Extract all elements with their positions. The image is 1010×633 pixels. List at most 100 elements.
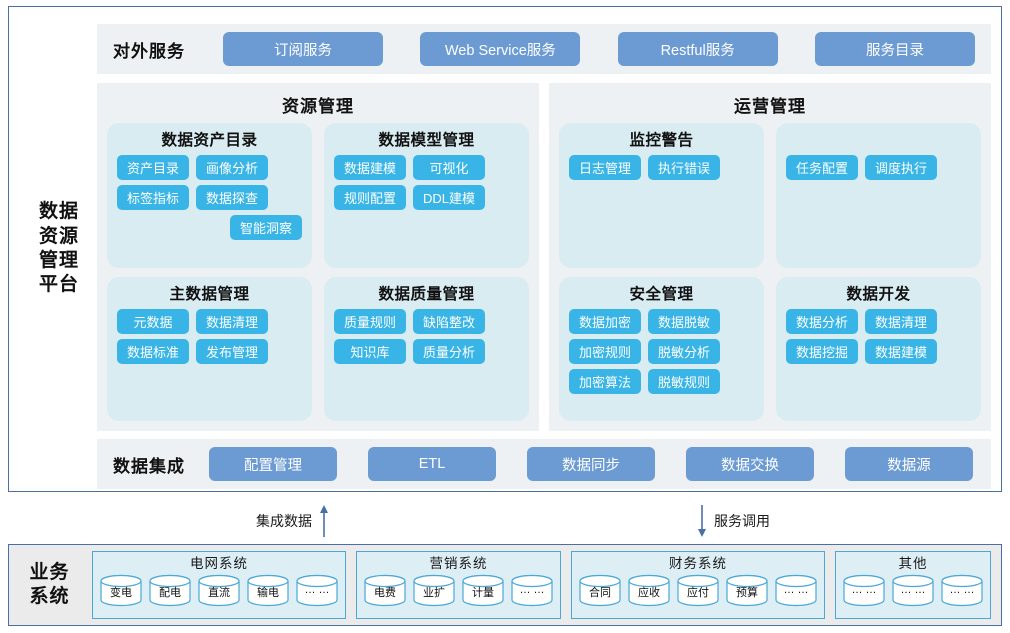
external-service-button-catalog[interactable]: 服务目录 bbox=[814, 32, 975, 66]
business-group-title-power-grid: 电网系统 bbox=[190, 556, 248, 571]
chip-row: 质量规则 缺陷整改 bbox=[334, 308, 519, 334]
chip-data-mining[interactable]: 数据挖掘 bbox=[786, 338, 858, 364]
external-service-button-subscription[interactable]: 订阅服务 bbox=[223, 32, 383, 66]
chip-publish-management[interactable]: 发布管理 bbox=[196, 338, 268, 364]
card-security-management[interactable]: 安全管理 数据加密 数据脱敏 加密规则 脱敏分析 加密算法 脱敏规则 bbox=[559, 276, 764, 421]
chip-ddl-modeling[interactable]: DDL建模 bbox=[413, 185, 485, 210]
database-icon-more[interactable]: … … bbox=[295, 574, 339, 607]
chip-encryption-algorithm[interactable]: 加密算法 bbox=[569, 368, 641, 394]
integration-button-config-management[interactable]: 配置管理 bbox=[209, 447, 337, 481]
database-row: 变电 配电 直流 输电 … … bbox=[99, 574, 339, 607]
panel-operations-management: 运营管理 监控警告 日志管理 执行错误 任务配置 bbox=[549, 83, 991, 431]
business-group-title-finance: 财务系统 bbox=[669, 556, 727, 571]
chip-row: 资产目录 画像分析 bbox=[117, 155, 302, 180]
database-icon-business-expansion[interactable]: 业扩 bbox=[412, 574, 456, 607]
database-icon-more[interactable]: … … bbox=[774, 574, 818, 607]
platform-title-line-4: 平台 bbox=[38, 274, 79, 296]
external-service-button-webservice[interactable]: Web Service服务 bbox=[420, 32, 581, 66]
chip-tag-indicator[interactable]: 标签指标 bbox=[117, 185, 189, 210]
card-title-master-data-management: 主数据管理 bbox=[169, 285, 250, 303]
business-group-power-grid[interactable]: 电网系统 变电 配电 直流 输电 bbox=[92, 551, 346, 619]
database-icon-more[interactable]: … … bbox=[510, 574, 554, 607]
data-integration-section: 数据集成 配置管理 ETL 数据同步 数据交换 数据源 bbox=[97, 439, 991, 489]
chip-task-config[interactable]: 任务配置 bbox=[786, 155, 858, 180]
database-icon-other-1[interactable]: … … bbox=[842, 574, 886, 607]
chip-intelligent-insight[interactable]: 智能洞察 bbox=[230, 215, 302, 240]
database-icon-distribution[interactable]: 配电 bbox=[148, 574, 192, 607]
management-panels: 资源管理 数据资产目录 资产目录 画像分析 标签指标 数据探查 bbox=[97, 83, 991, 431]
data-resource-platform-frame: 数据 资源 管理 平台 对外服务 订阅服务 Web Service服务 Rest… bbox=[8, 6, 1002, 492]
chip-visualization[interactable]: 可视化 bbox=[413, 155, 485, 180]
card-monitoring-alert[interactable]: 监控警告 日志管理 执行错误 bbox=[559, 123, 764, 268]
database-icon-receivable[interactable]: 应收 bbox=[627, 574, 671, 607]
chip-profile-analysis[interactable]: 画像分析 bbox=[196, 155, 268, 180]
card-data-development[interactable]: 数据开发 数据分析 数据清理 数据挖掘 数据建模 bbox=[776, 276, 981, 421]
card-master-data-management[interactable]: 主数据管理 元数据 数据清理 数据标准 发布管理 bbox=[107, 276, 312, 421]
business-group-title-other: 其他 bbox=[898, 556, 928, 571]
database-label: … … bbox=[900, 584, 926, 596]
card-task-scheduling[interactable]: 任务配置 调度执行 bbox=[776, 123, 981, 268]
business-systems-title: 业务 系统 bbox=[17, 561, 82, 609]
external-service-button-restful[interactable]: Restful服务 bbox=[617, 32, 778, 66]
database-label: 业扩 bbox=[423, 587, 445, 599]
chip-knowledge-base[interactable]: 知识库 bbox=[334, 338, 406, 364]
chip-defect-rectification[interactable]: 缺陷整改 bbox=[413, 308, 485, 334]
business-group-other[interactable]: 其他 … … … … … … bbox=[835, 551, 991, 619]
database-icon-transmission[interactable]: 输电 bbox=[246, 574, 290, 607]
database-icon-contract[interactable]: 合同 bbox=[578, 574, 622, 607]
database-label: … … bbox=[519, 584, 545, 596]
chip-data-encryption[interactable]: 数据加密 bbox=[569, 308, 641, 334]
chip-quality-rule[interactable]: 质量规则 bbox=[334, 308, 406, 334]
chip-encryption-rule[interactable]: 加密规则 bbox=[569, 338, 641, 364]
connector-label-service-invocation: 服务调用 bbox=[714, 513, 770, 529]
chip-row: 数据分析 数据清理 bbox=[786, 308, 971, 334]
chip-data-masking[interactable]: 数据脱敏 bbox=[648, 308, 720, 334]
chip-data-cleaning-dev[interactable]: 数据清理 bbox=[865, 308, 937, 334]
chip-data-modeling[interactable]: 数据建模 bbox=[334, 155, 406, 180]
database-icon-other-2[interactable]: … … bbox=[891, 574, 935, 607]
external-services-section: 对外服务 订阅服务 Web Service服务 Restful服务 服务目录 bbox=[97, 24, 991, 74]
database-icon-other-3[interactable]: … … bbox=[940, 574, 984, 607]
chip-asset-catalog[interactable]: 资产目录 bbox=[117, 155, 189, 180]
chip-data-analysis[interactable]: 数据分析 bbox=[786, 308, 858, 334]
database-icon-metering[interactable]: 计量 bbox=[461, 574, 505, 607]
chip-row: 日志管理 执行错误 bbox=[569, 155, 754, 180]
chip-data-exploration[interactable]: 数据探查 bbox=[196, 185, 268, 210]
chip-data-cleaning[interactable]: 数据清理 bbox=[196, 308, 268, 334]
integration-button-data-sync[interactable]: 数据同步 bbox=[527, 447, 655, 481]
integration-button-data-source[interactable]: 数据源 bbox=[845, 447, 973, 481]
chip-schedule-execution[interactable]: 调度执行 bbox=[865, 155, 937, 180]
database-icon-electricity-fee[interactable]: 电费 bbox=[363, 574, 407, 607]
database-icon-payable[interactable]: 应付 bbox=[676, 574, 720, 607]
chip-row: 数据加密 数据脱敏 bbox=[569, 308, 754, 334]
card-data-quality-management[interactable]: 数据质量管理 质量规则 缺陷整改 知识库 质量分析 bbox=[324, 276, 529, 421]
card-title-data-model-management: 数据模型管理 bbox=[378, 132, 475, 149]
chip-quality-analysis[interactable]: 质量分析 bbox=[413, 338, 485, 364]
card-title-monitoring-alert: 监控警告 bbox=[629, 132, 694, 149]
chip-metadata[interactable]: 元数据 bbox=[117, 308, 189, 334]
chip-execution-error[interactable]: 执行错误 bbox=[648, 155, 720, 180]
database-icon-budget[interactable]: 预算 bbox=[725, 574, 769, 607]
database-icon-substation[interactable]: 变电 bbox=[99, 574, 143, 607]
connector-band: 集成数据 服务调用 bbox=[0, 498, 1010, 542]
business-group-finance[interactable]: 财务系统 合同 应收 应付 预算 bbox=[571, 551, 825, 619]
chip-data-standard[interactable]: 数据标准 bbox=[117, 338, 189, 364]
integration-button-etl[interactable]: ETL bbox=[368, 447, 496, 481]
business-systems-groups: 电网系统 变电 配电 直流 输电 bbox=[92, 551, 991, 619]
business-group-marketing[interactable]: 营销系统 电费 业扩 计量 … … bbox=[356, 551, 561, 619]
chip-row: 任务配置 调度执行 bbox=[786, 155, 971, 180]
chip-log-management[interactable]: 日志管理 bbox=[569, 155, 641, 180]
database-label: 预算 bbox=[736, 587, 758, 599]
card-data-model-management[interactable]: 数据模型管理 数据建模 可视化 规则配置 DDL建模 bbox=[324, 123, 529, 268]
integration-button-data-exchange[interactable]: 数据交换 bbox=[686, 447, 814, 481]
chip-rule-config[interactable]: 规则配置 bbox=[334, 185, 406, 210]
card-data-asset-catalog[interactable]: 数据资产目录 资产目录 画像分析 标签指标 数据探查 智能洞察 bbox=[107, 123, 312, 268]
database-icon-direct-current[interactable]: 直流 bbox=[197, 574, 241, 607]
chip-masking-rule[interactable]: 脱敏规则 bbox=[648, 368, 720, 394]
business-systems-title-line-2: 系统 bbox=[29, 586, 70, 607]
external-services-label: 对外服务 bbox=[113, 41, 185, 61]
database-label: … … bbox=[783, 584, 809, 596]
database-label: 输电 bbox=[257, 587, 279, 599]
chip-masking-analysis[interactable]: 脱敏分析 bbox=[648, 338, 720, 364]
chip-data-modeling-dev[interactable]: 数据建模 bbox=[865, 338, 937, 364]
